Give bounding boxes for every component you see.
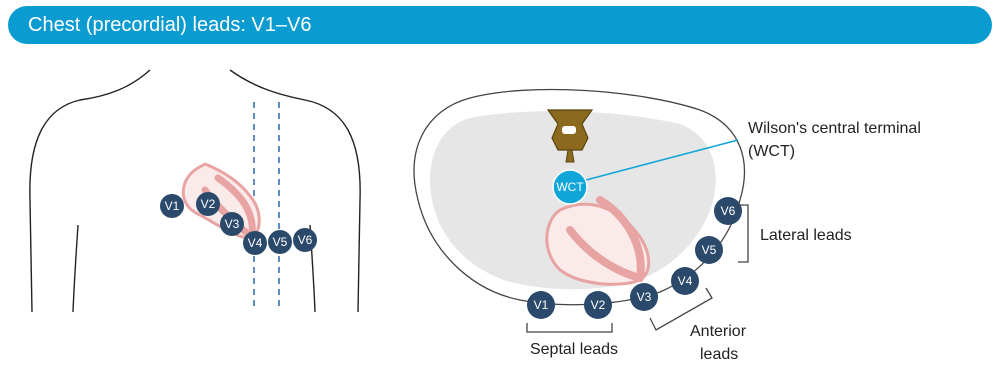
lead-v1-front: V1 [160,194,184,218]
arm-line [73,225,78,312]
lead-v6-label: V6 [721,204,736,218]
lead-v1-label: V1 [534,298,549,312]
lead-v5-cross: V5 [695,236,723,264]
lead-v4-label: V4 [678,274,693,288]
lead-v5-label: V5 [273,235,288,249]
lead-v6-cross: V6 [714,197,742,225]
lead-v6-label: V6 [298,233,313,247]
wct-caption-line2: (WCT) [748,143,795,160]
wct-node: WCT [553,170,587,204]
lead-v2-label: V2 [201,197,216,211]
lead-v4-front: V4 [243,231,267,255]
cross-section-view: WCT Wilson's central terminal (WCT) V1 V… [414,89,921,363]
lead-v1-label: V1 [165,199,180,213]
lead-v5-label: V5 [702,243,717,257]
lateral-leads-label: Lateral leads [760,227,852,244]
lead-v3-cross: V3 [630,283,658,311]
lead-v3-label: V3 [225,217,240,231]
anterior-leads-label-line2: leads [700,346,738,363]
lead-v3-label: V3 [637,290,652,304]
wct-caption-line1: Wilson's central terminal [748,120,921,137]
torso-outline [230,70,360,312]
lead-v5-front: V5 [268,230,292,254]
septal-leads-label: Septal leads [530,341,618,358]
lead-v2-cross: V2 [584,291,612,319]
lead-v4-label: V4 [248,236,263,250]
wct-label: WCT [556,180,584,194]
lead-v6-front: V6 [293,228,317,252]
anterior-leads-label-line1: Anterior [690,323,747,340]
torso-outline [30,70,150,312]
lead-v2-front: V2 [196,192,220,216]
septal-bracket [527,323,612,332]
lead-v1-cross: V1 [527,291,555,319]
front-view: V1 V2 V3 V4 V5 V6 [30,70,360,312]
lead-v3-front: V3 [220,212,244,236]
lead-v2-label: V2 [591,298,606,312]
lead-v4-cross: V4 [671,267,699,295]
